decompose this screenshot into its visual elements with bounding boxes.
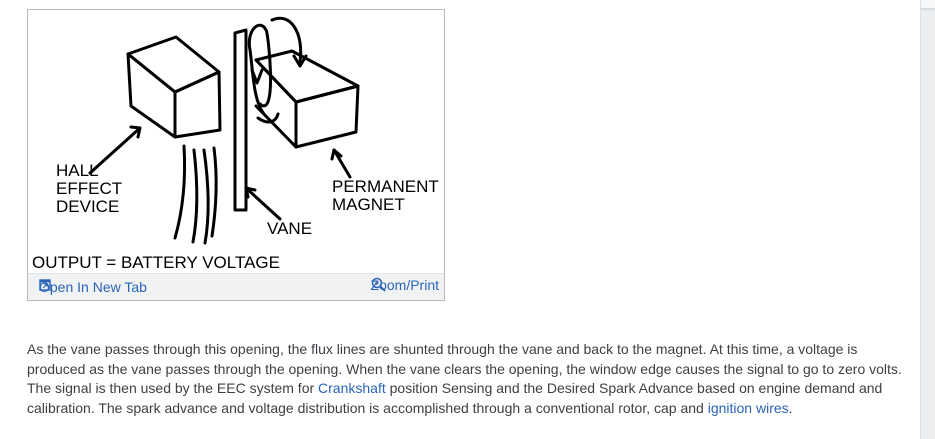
magnet-front (254, 58, 298, 149)
hall-device-side (173, 70, 222, 139)
crankshaft-link[interactable]: Crankshaft (318, 380, 386, 396)
open-new-tab-icon (39, 279, 51, 291)
magnifier-icon (371, 277, 385, 292)
label-hall: HALL (56, 161, 99, 180)
article-paragraph: As the vane passes through this opening,… (27, 340, 912, 418)
magnet-leader (332, 148, 352, 179)
hall-effect-diagram: HALL EFFECT DEVICE PERMANENT MAGNET VANE… (32, 16, 439, 272)
figure-toolbar: Open In New Tab Zoom/Print (28, 273, 444, 300)
magnet-leader-head (330, 148, 343, 161)
magnet-side (294, 84, 360, 149)
hall-device-wire-1 (173, 144, 187, 240)
ignition-wires-link[interactable]: ignition wires (707, 399, 789, 416)
label-effect: EFFECT (56, 179, 122, 198)
zoom-print-link[interactable]: Zoom/Print (371, 277, 439, 293)
label-permanent: PERMANENT (332, 177, 439, 196)
zoom-print-label: Zoom/Print (370, 277, 439, 293)
hall-effect-figure: HALL EFFECT DEVICE PERMANENT MAGNET VANE… (27, 9, 445, 301)
vane-plate (233, 28, 248, 212)
hall-device-front (126, 52, 177, 139)
flux-arrow-right-head (292, 54, 308, 68)
open-in-new-tab-label: Open In New Tab (39, 279, 147, 295)
paragraph-text-1: As the vane passes through this opening,… (27, 341, 902, 396)
vane-leader (244, 186, 282, 221)
hall-device-wire-2 (191, 148, 199, 244)
hall-device-wire-3 (202, 148, 210, 245)
label-magnet: MAGNET (332, 195, 405, 214)
flux-arrow-left-head (250, 68, 264, 85)
vane-leader-head (244, 186, 257, 199)
paragraph-text-3: . (788, 399, 793, 416)
label-vane: VANE (267, 219, 312, 238)
open-in-new-tab-link[interactable]: Open In New Tab (39, 279, 147, 295)
flux-arrow-loop (247, 23, 273, 116)
label-output: OUTPUT = BATTERY VOLTAGE (32, 253, 280, 272)
hall-leader (88, 126, 142, 175)
flux-arrow-bottom (256, 112, 280, 124)
label-device: DEVICE (56, 197, 119, 216)
hall-device-wire-4 (210, 146, 218, 238)
flux-arrow-right (270, 16, 303, 64)
hall-leader-head (129, 125, 142, 139)
paragraph-text-2: position Sensing and the Desired Spark A… (27, 380, 883, 416)
